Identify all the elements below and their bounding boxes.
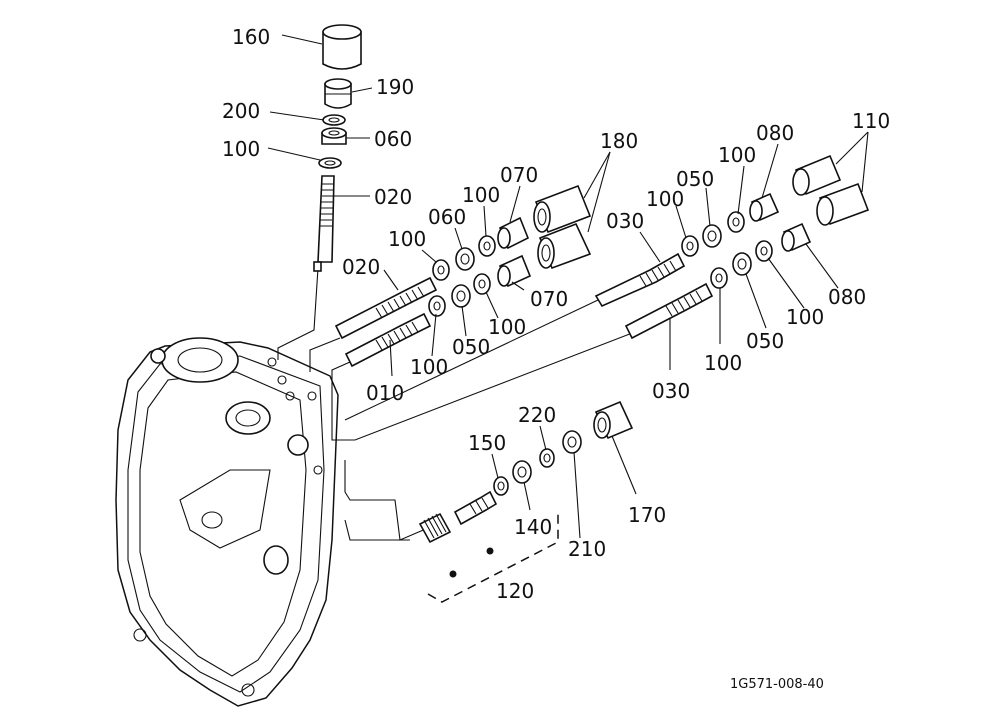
washer-100-right-lower-a: [755, 240, 773, 262]
label-080-lower: 080: [828, 285, 866, 309]
nut-060-left: [455, 247, 475, 271]
label-200: 200: [222, 99, 260, 123]
washer-100-left-mid: [478, 235, 496, 257]
washer-100-left-lower: [473, 273, 491, 295]
label-020-horizontal: 020: [342, 255, 380, 279]
label-060-top: 060: [374, 127, 412, 151]
label-070-lower: 070: [530, 287, 568, 311]
spring-120: [418, 512, 452, 544]
drawing-code: 1G571-008-40: [730, 677, 824, 692]
label-050-left: 050: [452, 335, 490, 359]
spool-020-horizontal: [334, 276, 438, 340]
label-100-top: 100: [222, 137, 260, 161]
front-port: [225, 401, 271, 435]
spool-030-upper: [594, 252, 686, 308]
valve-group-left-upper: [334, 184, 592, 368]
leader-lines: [267, 34, 869, 539]
label-080-upper: 080: [756, 121, 794, 145]
label-050-right-upper: 050: [676, 167, 714, 191]
washer-200: [322, 114, 346, 126]
part-labels: 160 190 200 060 100 020 180 070 100 060 …: [222, 25, 890, 603]
label-140: 140: [514, 515, 552, 539]
cap-160: [322, 31, 362, 70]
vertical-spool-stack: [313, 24, 362, 272]
nut-050-right-upper: [702, 224, 722, 248]
nut-050-right-lower: [732, 252, 752, 276]
marker-dot-a: [449, 570, 457, 578]
washer-100-right-lower-b: [710, 267, 728, 289]
washer-100-right-upper-a: [681, 235, 699, 257]
label-100-left-upper: 100: [388, 227, 426, 251]
label-070-upper: 070: [500, 163, 538, 187]
label-210: 210: [568, 537, 606, 561]
nut-050-left: [451, 284, 471, 308]
nut-140: [512, 460, 532, 484]
label-150: 150: [468, 431, 506, 455]
label-180: 180: [600, 129, 638, 153]
washer-220: [539, 448, 555, 468]
marker-dot-b: [486, 547, 494, 555]
label-100-left-bottom: 100: [410, 355, 448, 379]
label-190: 190: [376, 75, 414, 99]
valve-group-right: [594, 154, 870, 340]
label-120: 120: [496, 579, 534, 603]
label-050-right-lower: 050: [746, 329, 784, 353]
bracket-120: [427, 512, 559, 603]
center-lines: [277, 267, 641, 541]
label-100-left-mid: 100: [462, 183, 500, 207]
label-100-right-upper-a: 100: [646, 187, 684, 211]
label-170: 170: [628, 503, 666, 527]
top-port-boss: [161, 337, 239, 383]
label-220: 220: [518, 403, 556, 427]
label-160: 160: [232, 25, 270, 49]
housing-case: [115, 337, 339, 707]
plug-190: [324, 83, 352, 109]
label-100-right-upper-b: 100: [718, 143, 756, 167]
label-060-left: 060: [428, 205, 466, 229]
label-100-left-lower: 100: [488, 315, 526, 339]
spool-010: [344, 312, 432, 368]
washer-100-top: [318, 157, 342, 169]
washer-150: [493, 476, 509, 496]
label-010: 010: [366, 381, 404, 405]
label-030-lower: 030: [652, 379, 690, 403]
label-020-vertical: 020: [374, 185, 412, 209]
plug-210: [562, 430, 582, 454]
washer-100-right-upper-b: [727, 211, 745, 233]
label-100-right-lower-b: 100: [704, 351, 742, 375]
washer-100-left-upper: [432, 259, 450, 281]
label-030-upper: 030: [606, 209, 644, 233]
spool-020-vertical: [317, 175, 335, 263]
valve-group-lower: [418, 400, 634, 603]
label-100-right-lower-a: 100: [786, 305, 824, 329]
label-110: 110: [852, 109, 890, 133]
piston-150: [453, 490, 498, 526]
washer-100-left-bottom: [428, 295, 446, 317]
